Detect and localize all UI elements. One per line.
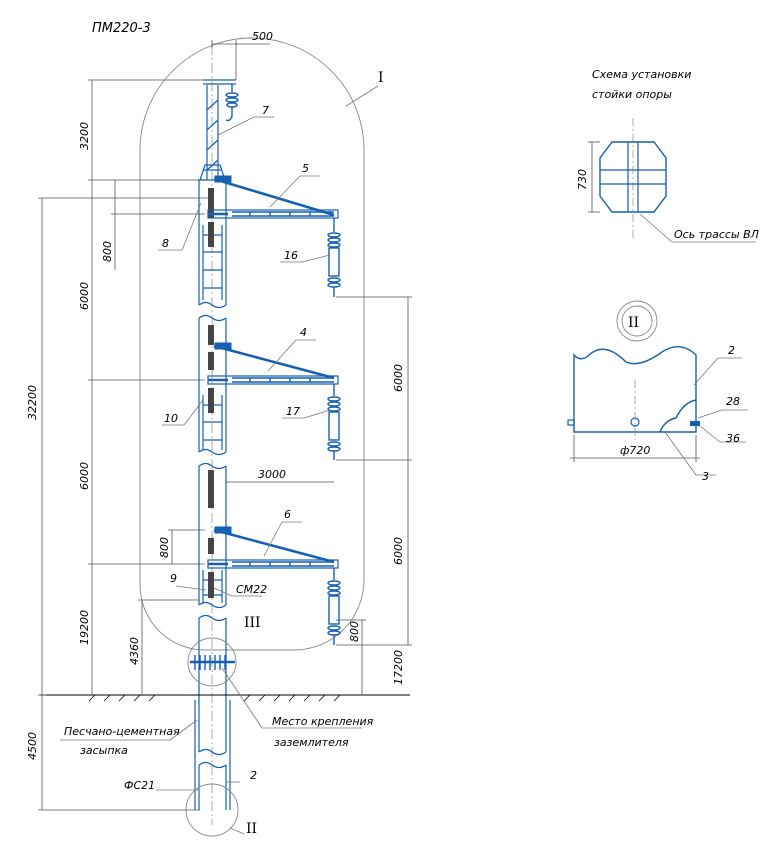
dim-4500: 4500 xyxy=(26,732,39,760)
callout-zone-2: II xyxy=(246,821,257,837)
detail-2-label-bolt: 28 xyxy=(726,395,740,408)
cross-arm-1 xyxy=(207,175,339,219)
dim-3000: 3000 xyxy=(258,468,286,481)
insulator-string-3 xyxy=(327,568,341,645)
label-5: 5 xyxy=(302,162,309,175)
scheme-title-line1: Схема установки xyxy=(592,68,691,81)
label-8: 8 xyxy=(162,237,169,250)
dim-right-800: 800 xyxy=(348,621,361,642)
top-mast xyxy=(198,79,239,181)
dim-4360: 4360 xyxy=(128,637,141,665)
axis-label: Ось трассы ВЛ xyxy=(674,228,759,241)
detail-2-label-base: 3 xyxy=(702,470,709,483)
drawing-title: ПМ220-3 xyxy=(92,21,151,36)
label-10: 10 xyxy=(164,412,178,425)
dim-19200: 19200 xyxy=(78,610,91,645)
right-dimensions xyxy=(226,296,412,695)
zone-3-circle xyxy=(187,637,237,687)
label-7: 7 xyxy=(262,104,269,117)
detail-2-label-nut: 36 xyxy=(726,432,740,445)
insulator-string-1 xyxy=(327,218,341,297)
label-sm22: СМ22 xyxy=(236,583,267,596)
label-2-pipe: 2 xyxy=(250,769,257,782)
label-9: 9 xyxy=(170,572,177,585)
zone-1-outline xyxy=(139,37,365,651)
callout-zone-3: III xyxy=(244,615,261,631)
dim-6000-lower: 6000 xyxy=(78,462,91,490)
dim-right-6000-upper: 6000 xyxy=(392,364,405,392)
dim-800-upper: 800 xyxy=(101,241,114,262)
label-ground-line1: Место крепления xyxy=(272,715,374,728)
scheme-title-line2: стойки опоры xyxy=(592,88,672,101)
scheme-octagon xyxy=(588,118,756,243)
dim-32200: 32200 xyxy=(26,385,39,420)
cross-arm-2 xyxy=(207,342,339,385)
label-4: 4 xyxy=(300,326,307,339)
label-fill-line2: засыпка xyxy=(80,744,128,757)
dim-top-width: 500 xyxy=(252,30,273,43)
pole-base xyxy=(190,614,235,810)
dim-6000-upper: 6000 xyxy=(78,282,91,310)
cross-arm-3 xyxy=(207,526,339,569)
dim-right-17200: 17200 xyxy=(392,650,405,685)
label-fill-line1: Песчано-цементная xyxy=(64,725,180,738)
left-dimensions xyxy=(38,79,212,811)
dim-right-6000-lower: 6000 xyxy=(392,537,405,565)
detail-2-callout: II xyxy=(628,315,639,331)
pole-section-3 xyxy=(198,462,227,609)
callout-zone-1: I xyxy=(378,70,384,86)
insulator-string-2 xyxy=(327,384,341,460)
label-6: 6 xyxy=(284,508,291,521)
detail-2 xyxy=(567,300,748,476)
label-16: 16 xyxy=(284,249,298,262)
pole-section-2 xyxy=(198,314,227,456)
scheme-dim-730: 730 xyxy=(576,169,589,190)
detail-2-label-pipe: 2 xyxy=(728,344,735,357)
pole-section-1 xyxy=(198,180,227,309)
ground-hatch xyxy=(88,694,341,702)
label-17: 17 xyxy=(286,405,300,418)
zone-1-leader xyxy=(345,85,379,107)
dim-3200: 3200 xyxy=(78,122,91,150)
detail-2-dim: ф720 xyxy=(620,444,650,457)
label-ground-line2: заземлителя xyxy=(274,736,349,749)
dim-800-lower: 800 xyxy=(158,537,171,558)
label-fs21: ФС21 xyxy=(124,779,155,792)
